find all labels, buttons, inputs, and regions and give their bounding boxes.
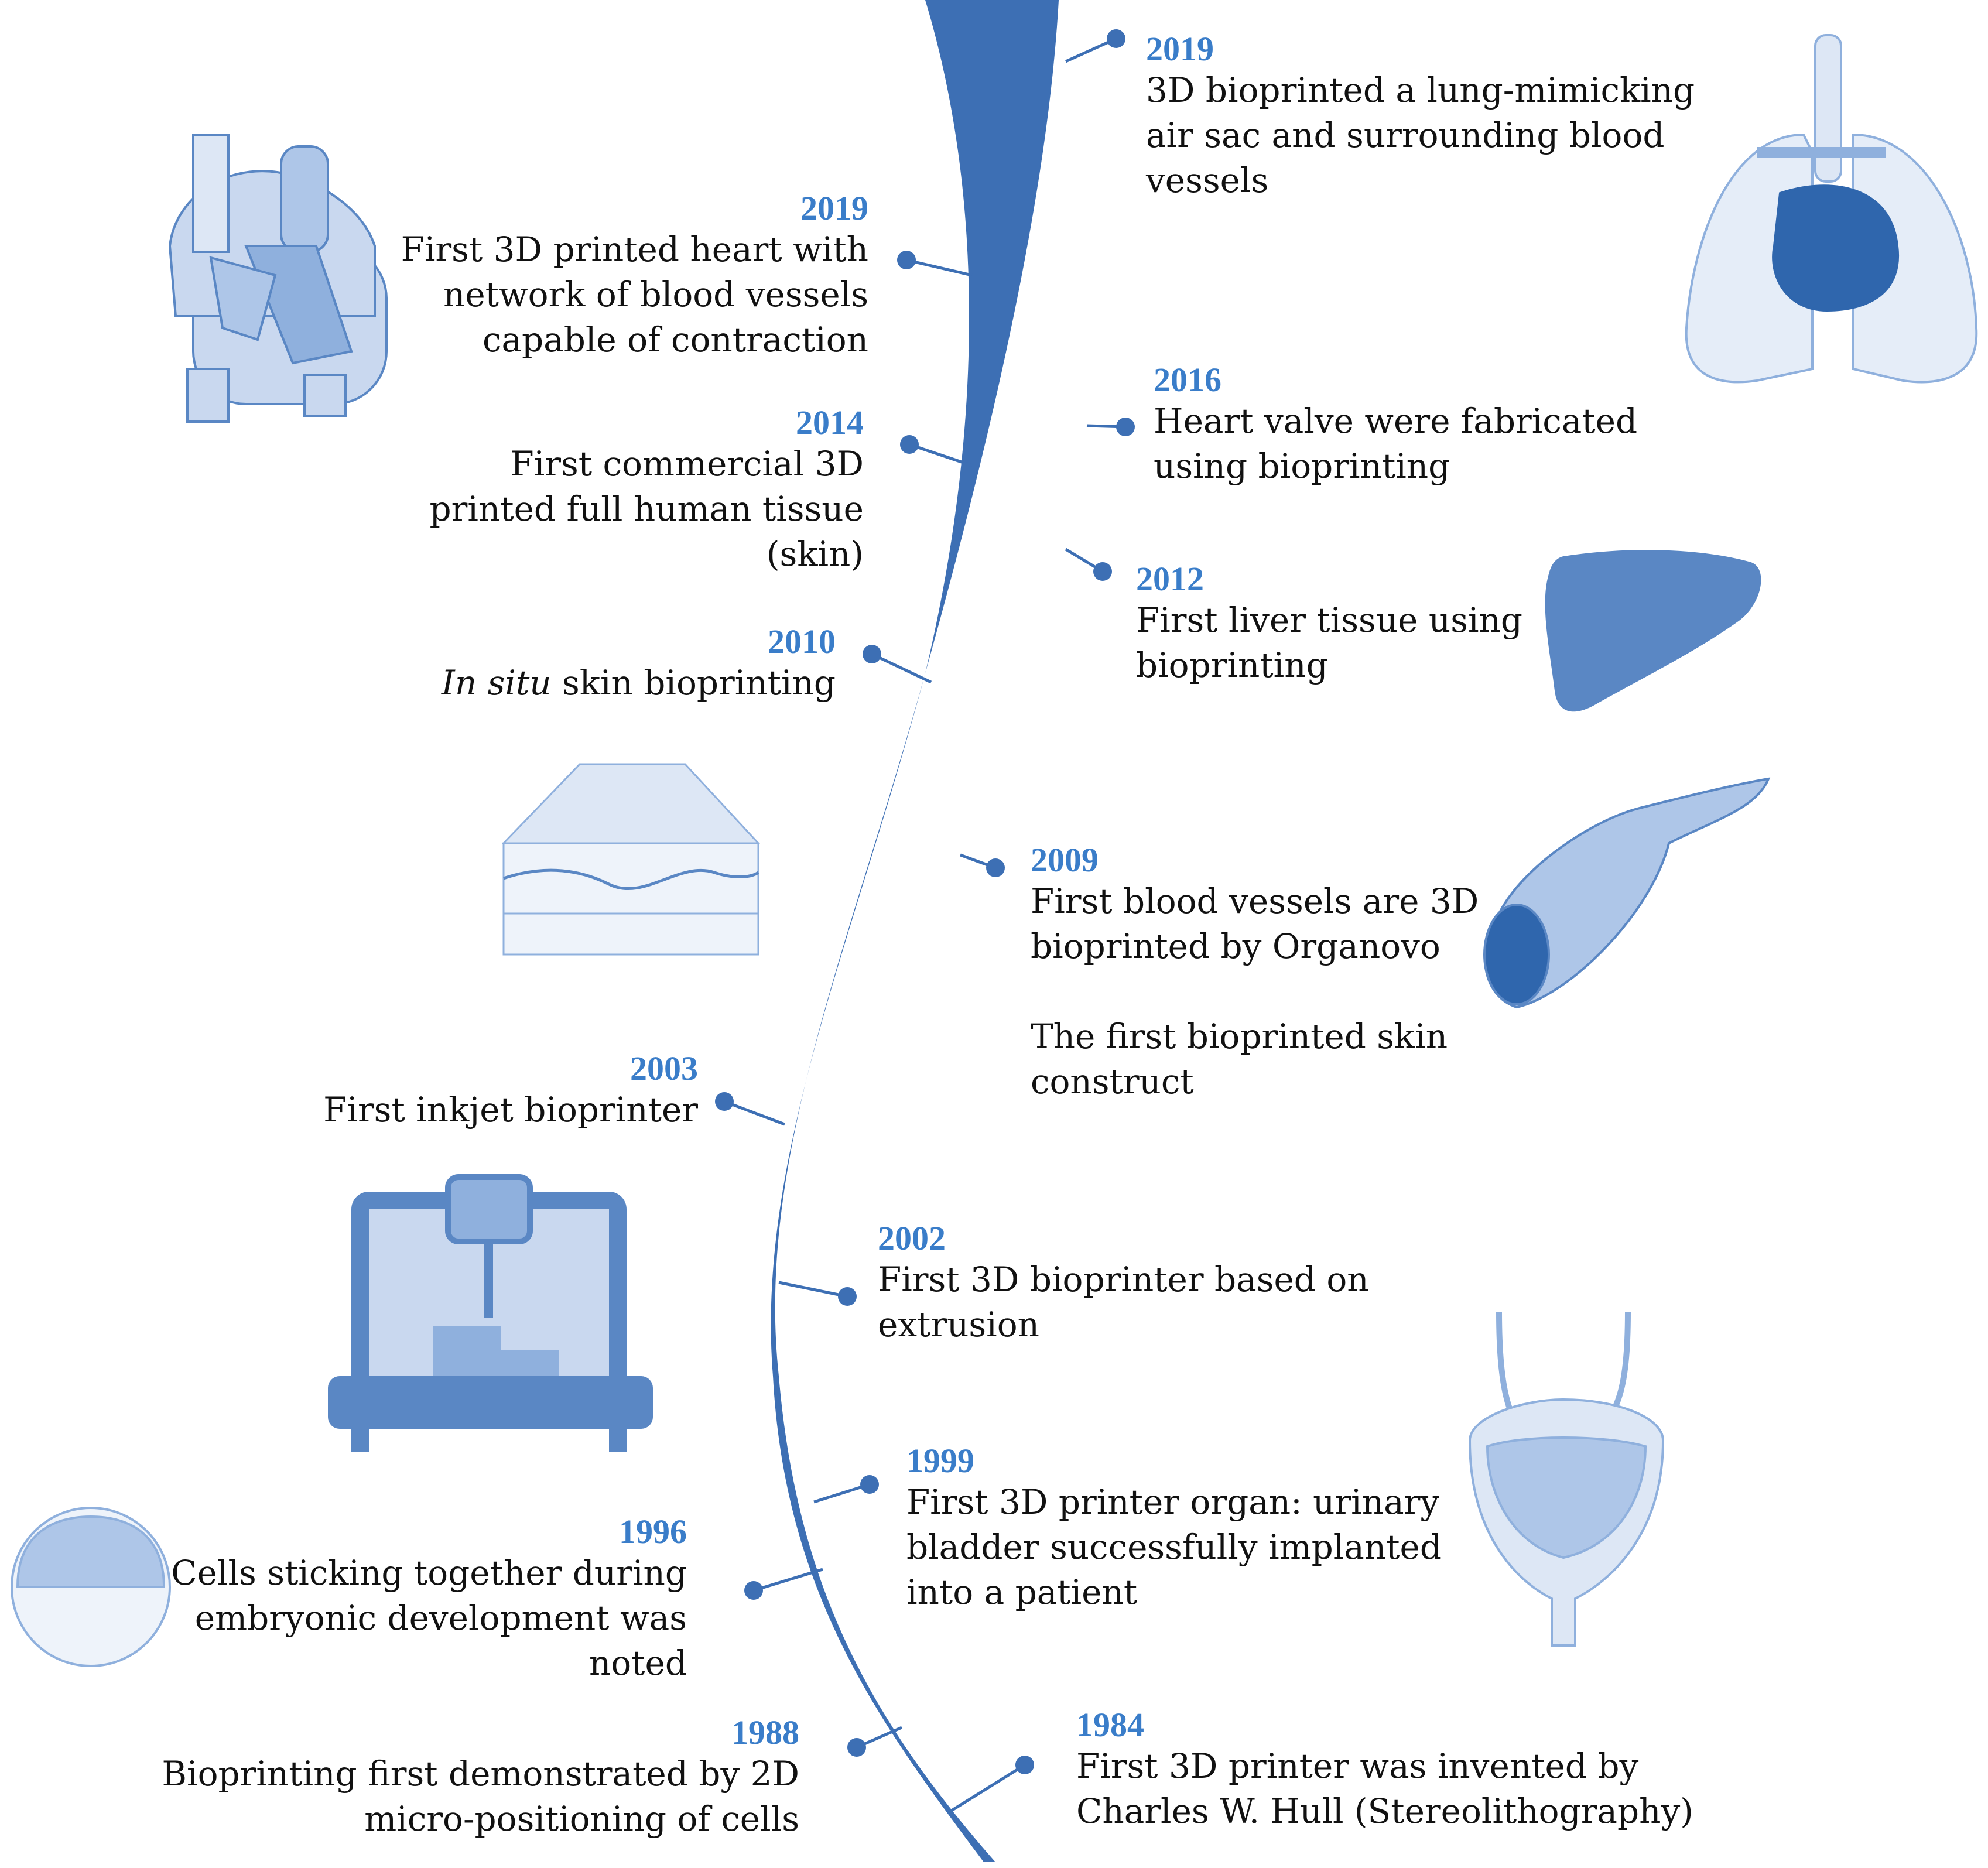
dot-2003: [715, 1092, 734, 1111]
connector-2019-left: [906, 258, 973, 277]
event-year: 2003: [630, 1049, 698, 1087]
event-text: First inkjet bioprinter: [323, 1090, 698, 1130]
event-text: In situ skin bioprinting: [441, 663, 836, 703]
event-year: 2014: [796, 403, 864, 442]
event-year: 2019: [800, 189, 868, 227]
dot-1999: [860, 1475, 879, 1494]
connector-2010: [871, 652, 932, 684]
dot-2002: [838, 1287, 857, 1306]
connector-2003: [724, 1100, 785, 1126]
event-year: 2009: [1031, 841, 1099, 879]
event-year: 2016: [1154, 361, 1221, 399]
event-year: 1988: [731, 1713, 799, 1751]
connector-2002: [778, 1281, 848, 1298]
dot-2014: [900, 435, 919, 454]
event-1988: 1988 Bioprinting first demonstrated by 2…: [162, 1714, 799, 1842]
event-year: 2002: [878, 1219, 946, 1257]
event-year: 2010: [768, 622, 836, 661]
event-year: 2019: [1146, 30, 1214, 68]
connector-2014: [909, 443, 973, 467]
connector-1996: [753, 1568, 823, 1592]
dot-2019-left: [897, 251, 916, 269]
event-year: 1999: [906, 1442, 974, 1480]
dot-1984: [1015, 1756, 1034, 1774]
liver-icon: [1545, 550, 1761, 712]
connector-1999: [813, 1483, 870, 1504]
blood-vessel-icon: [1483, 777, 1771, 1009]
event-year: 1984: [1076, 1706, 1144, 1744]
event-year: 1996: [619, 1513, 687, 1551]
heart-icon: [168, 134, 388, 423]
dot-2019-right: [1107, 29, 1125, 48]
dot-1996: [744, 1581, 763, 1600]
event-2003: 2003 First inkjet bioprinter: [323, 1050, 698, 1133]
dot-2016: [1116, 418, 1135, 436]
embryo-cells-icon: [11, 1507, 171, 1667]
skin-tissue-icon: [501, 763, 761, 956]
dot-1988: [847, 1738, 866, 1757]
dot-2009: [986, 858, 1005, 877]
connector-1984: [947, 1763, 1026, 1814]
bioprinter-icon: [328, 1174, 653, 1452]
event-year: 2012: [1136, 560, 1204, 598]
timeline-ribbon: [771, 0, 1059, 1862]
bladder-icon: [1468, 1311, 1665, 1647]
dot-2010: [863, 645, 881, 663]
event-2010: 2010 In situ skin bioprinting: [442, 623, 836, 706]
lungs-icon: [1685, 34, 1978, 384]
dot-2012: [1093, 562, 1112, 581]
